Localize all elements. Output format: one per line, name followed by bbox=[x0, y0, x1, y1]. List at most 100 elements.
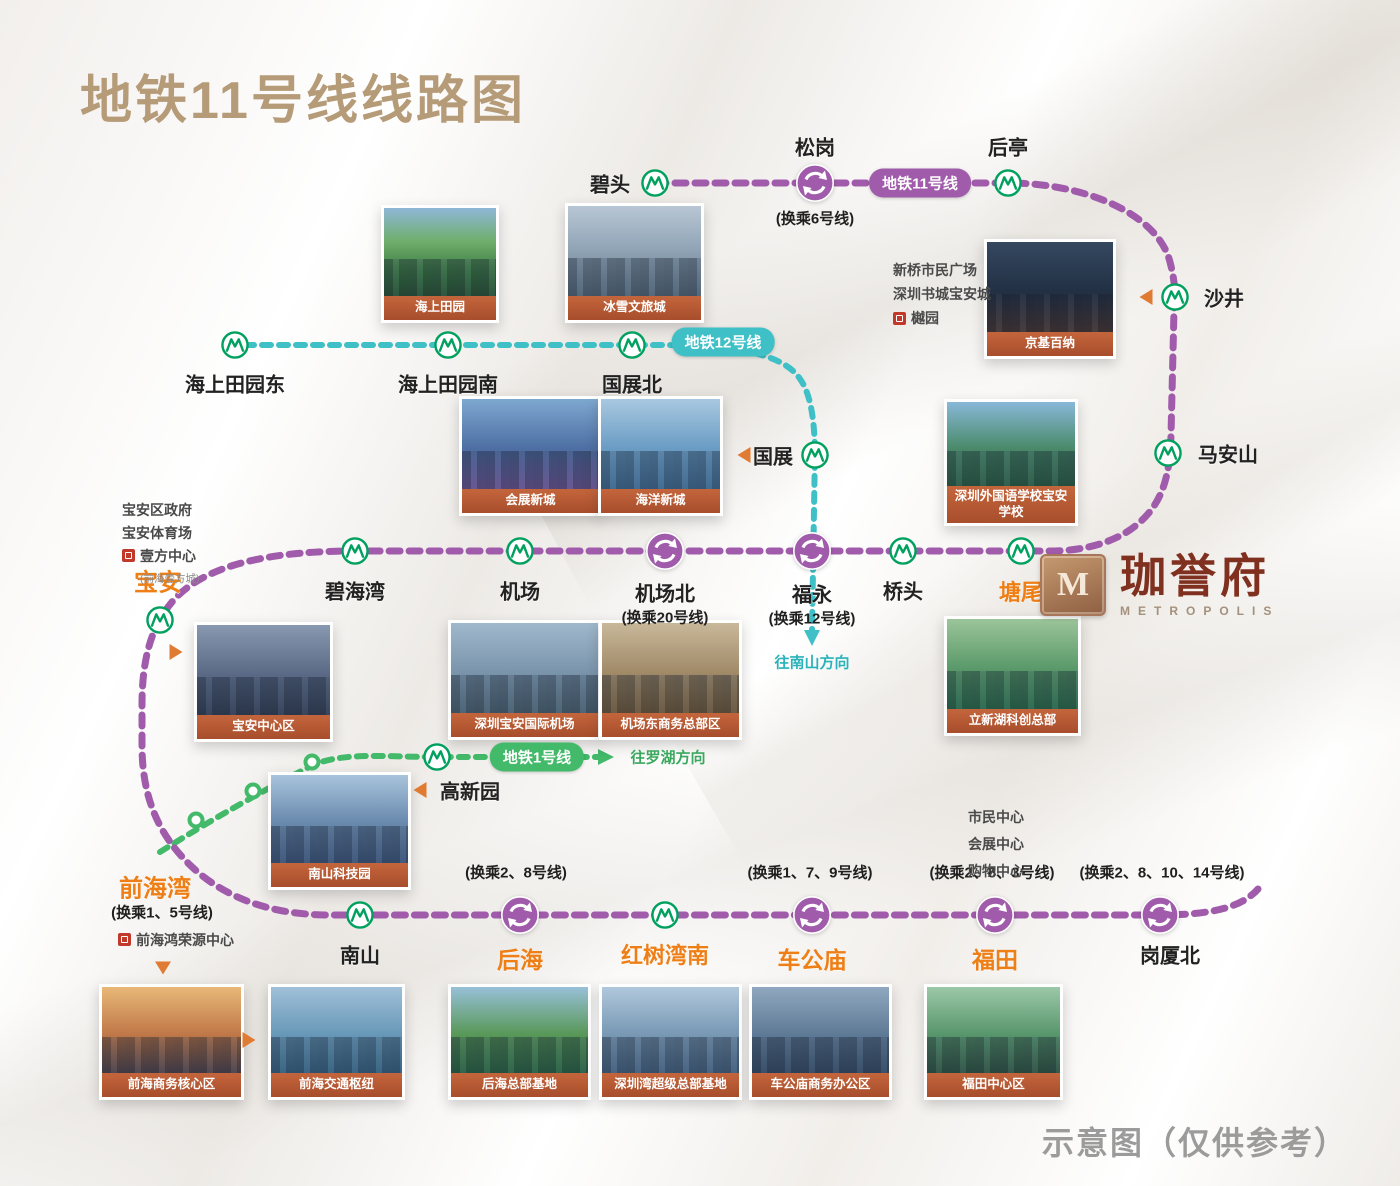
station-label: 塘尾 bbox=[998, 580, 1044, 605]
photo-image bbox=[384, 208, 496, 296]
metro-station-icon bbox=[145, 605, 175, 635]
photo-caption: 前海商务核心区 bbox=[102, 1073, 241, 1097]
metro-station-icon bbox=[888, 536, 918, 566]
transfer-station-icon bbox=[792, 895, 832, 935]
metro-station-icon bbox=[340, 536, 370, 566]
annotation-line: 深圳书城宝安城 bbox=[893, 286, 991, 302]
photo-caption: 冰雪文旅城 bbox=[568, 296, 701, 320]
station-label: 后亭 bbox=[988, 137, 1028, 160]
photo-caption: 深圳湾超级总部基地 bbox=[602, 1073, 739, 1097]
transfer-note: (换乘1、5号线) bbox=[111, 904, 213, 922]
metro-station-icon bbox=[433, 330, 463, 360]
transfer-station-icon bbox=[500, 895, 540, 935]
map-annotation: 市民中心会展中心购物中心 bbox=[968, 803, 1024, 884]
direction-note: 往南山方向 bbox=[774, 654, 850, 672]
station-label: 福永 bbox=[792, 584, 832, 607]
photo-card: 立新湖科创总部 bbox=[944, 616, 1081, 736]
metro-station-icon bbox=[617, 330, 647, 360]
annotation-line: 前海鸿荣源中心 bbox=[118, 928, 234, 951]
line-1-minor-station-icon bbox=[187, 811, 205, 829]
line-1-direction-arrow bbox=[598, 749, 614, 765]
station-label: 机场北 bbox=[635, 583, 695, 606]
metro-station-icon bbox=[800, 440, 830, 470]
photo-card: 深圳外国语学校宝安学校 bbox=[944, 399, 1078, 527]
brand-emblem-icon: M bbox=[1040, 554, 1106, 617]
brand-logo: M 珈誉府 METROPOLIS bbox=[1040, 552, 1279, 618]
metro-station-icon bbox=[220, 330, 250, 360]
line-12-direction-arrow bbox=[804, 630, 820, 646]
line-name-badge: 地铁11号线 bbox=[869, 168, 971, 198]
brand-logo-icon bbox=[122, 549, 135, 562]
station-label: 岗厦北 bbox=[1140, 945, 1200, 968]
transfer-station-icon bbox=[645, 531, 685, 571]
photo-caption: 后海总部基地 bbox=[451, 1073, 588, 1097]
brand-logo-icon bbox=[118, 933, 131, 946]
photo-card: 南山科技园 bbox=[268, 772, 411, 890]
station-label: 碧海湾 bbox=[325, 581, 385, 604]
metro-station-icon bbox=[650, 900, 680, 930]
photo-caption: 深圳宝安国际机场 bbox=[451, 713, 598, 737]
photo-image bbox=[601, 399, 720, 489]
metro-station-icon bbox=[1160, 282, 1190, 312]
annotation-line: 宝安体育场 bbox=[122, 524, 192, 541]
photo-image bbox=[271, 775, 408, 863]
pointer-arrow-icon bbox=[1139, 289, 1153, 305]
annotation-line: 会展中心 bbox=[968, 835, 1024, 852]
map-annotation: 前海鸿荣源中心 bbox=[118, 928, 234, 951]
photo-card: 海洋新城 bbox=[598, 396, 723, 516]
photo-card: 福田中心区 bbox=[924, 984, 1063, 1100]
transfer-note: (换乘12号线) bbox=[768, 610, 856, 628]
annotation-line: 樾园 bbox=[893, 306, 991, 330]
transfer-note: (换乘2、8号线) bbox=[465, 864, 567, 882]
station-label: 海上田园南 bbox=[398, 374, 498, 397]
photo-image bbox=[102, 987, 241, 1073]
transfer-note: (换乘6号线) bbox=[775, 210, 855, 228]
photo-caption: 福田中心区 bbox=[927, 1073, 1060, 1097]
transfer-station-icon bbox=[795, 163, 835, 203]
map-annotation: 新桥市民广场深圳书城宝安城樾园 bbox=[893, 258, 991, 330]
photo-card: 海上田园 bbox=[381, 205, 499, 323]
transfer-note: (换乘1、7、9号线) bbox=[747, 864, 873, 882]
transfer-note: (换乘2、8、10、14号线) bbox=[1079, 864, 1245, 882]
station-label: 南山 bbox=[340, 945, 380, 968]
line-1-minor-station-icon bbox=[303, 753, 321, 771]
direction-note: 往罗湖方向 bbox=[630, 749, 706, 767]
photo-card: 深圳湾超级总部基地 bbox=[599, 984, 742, 1100]
photo-image bbox=[927, 987, 1060, 1073]
pointer-arrow-icon bbox=[737, 447, 751, 463]
transfer-station-icon bbox=[975, 895, 1015, 935]
photo-card: 京基百纳 bbox=[984, 239, 1116, 359]
metro-station-icon bbox=[1006, 536, 1036, 566]
pointer-arrow-icon bbox=[155, 961, 171, 975]
map-annotation: 宝安区政府宝安体育场壹方中心(前海壹方城) bbox=[122, 498, 200, 590]
photo-caption: 立新湖科创总部 bbox=[947, 709, 1078, 733]
station-label: 福田 bbox=[972, 947, 1018, 973]
transfer-note: (换乘2、8、3号线) bbox=[929, 864, 1055, 882]
transfer-station-icon bbox=[792, 531, 832, 571]
metro-station-icon bbox=[345, 900, 375, 930]
station-label: 宝安 bbox=[134, 569, 182, 597]
station-label: 松岗 bbox=[795, 137, 835, 160]
station-label: 红树湾南 bbox=[620, 943, 710, 968]
annotation-line: 市民中心 bbox=[968, 808, 1024, 825]
line-name-badge: 地铁1号线 bbox=[489, 742, 585, 772]
photo-card: 前海商务核心区 bbox=[99, 984, 244, 1100]
photo-image bbox=[947, 619, 1078, 709]
pointer-arrow-icon bbox=[413, 782, 427, 798]
pointer-arrow-icon bbox=[169, 644, 183, 660]
photo-caption: 会展新城 bbox=[462, 489, 599, 513]
station-label: 海上田园东 bbox=[185, 374, 285, 397]
station-label: 后海 bbox=[497, 947, 543, 973]
station-label: 机场 bbox=[500, 581, 540, 604]
station-label: 国展北 bbox=[602, 374, 662, 397]
photo-image bbox=[462, 399, 599, 489]
transfer-station-icon bbox=[1140, 895, 1180, 935]
photo-card: 车公庙商务办公区 bbox=[749, 984, 892, 1100]
annotation-line: 壹方中心 bbox=[122, 544, 200, 567]
line-name-badge: 地铁12号线 bbox=[671, 327, 775, 357]
photo-caption: 机场东商务总部区 bbox=[602, 713, 739, 737]
photo-card: 后海总部基地 bbox=[448, 984, 591, 1100]
photo-caption: 宝安中心区 bbox=[197, 715, 330, 739]
station-label: 桥头 bbox=[883, 581, 923, 604]
